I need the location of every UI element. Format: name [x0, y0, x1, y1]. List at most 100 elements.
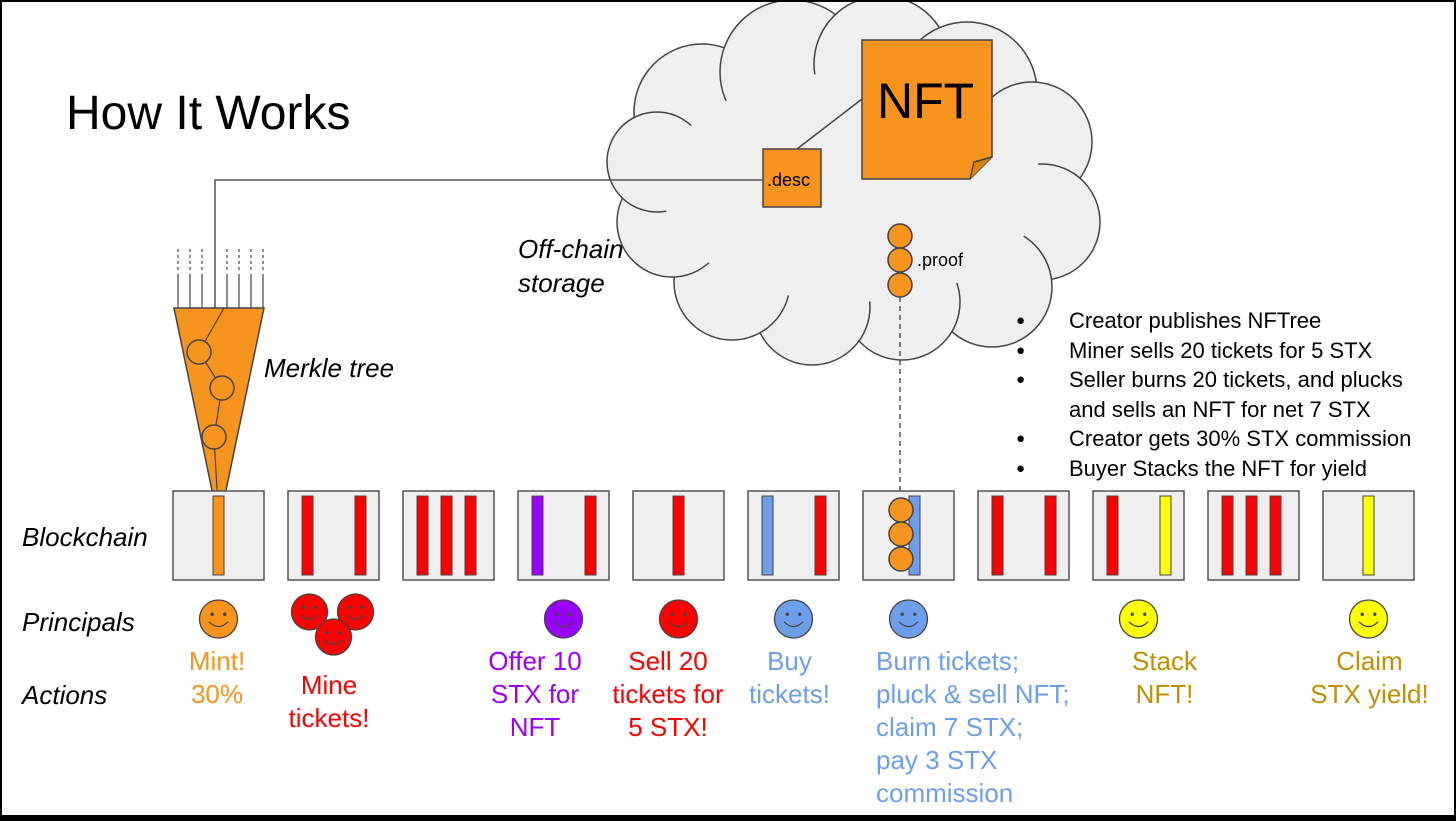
merkle-node	[201, 424, 227, 450]
smiley-eye	[555, 612, 559, 616]
block-bar-red	[1044, 495, 1057, 576]
smiley-eye	[568, 612, 572, 616]
block-bar-red	[672, 495, 685, 576]
smiley-eye	[683, 612, 687, 616]
smiley-mouth	[553, 621, 574, 628]
block-bar-red	[991, 495, 1004, 576]
block-bar-purple	[531, 495, 544, 576]
smiley-face	[888, 599, 929, 639]
smiley-icon	[1348, 599, 1389, 639]
smiley-eye	[1360, 612, 1364, 616]
smiley-icon	[290, 593, 329, 631]
proof-node	[887, 247, 913, 273]
smiley-eye	[798, 612, 802, 616]
block-bar-red	[584, 495, 597, 576]
merkle-tree-label: Merkle tree	[264, 353, 395, 383]
smiley-icon	[198, 599, 239, 639]
smiley-eye	[1373, 612, 1377, 616]
merkle-tree	[173, 247, 265, 525]
block-bar-red	[1106, 495, 1119, 576]
block-bar-red	[1245, 495, 1258, 576]
step-item: Seller burns 20 tickets, and plucks and …	[1016, 365, 1411, 424]
desc-file-icon	[762, 148, 822, 208]
smiley-face	[773, 599, 814, 639]
proof-node	[888, 521, 914, 547]
blockchain-row	[172, 490, 1415, 581]
action-sell: Sell 20 tickets for 5 STX!	[612, 646, 724, 742]
block-bar-red	[416, 495, 429, 576]
smiley-eye	[325, 630, 330, 635]
principals-label: Principals	[22, 607, 135, 637]
offchain-storage-cloud	[214, 2, 1101, 500]
smiley-face	[658, 599, 699, 639]
step-text: Miner sells 20 tickets for 5 STX	[1069, 337, 1373, 363]
smiley-icon	[888, 599, 929, 639]
block-bar-red	[354, 495, 367, 576]
smiley-icon	[1118, 599, 1159, 639]
smiley-face	[543, 599, 584, 639]
step-item: Creator gets 30% STX commission	[1016, 424, 1411, 454]
smiley-icon	[773, 599, 814, 639]
smiley-icon	[336, 593, 375, 631]
block-bar-blue	[761, 495, 774, 576]
action-claim: Claim STX yield!	[1310, 646, 1429, 709]
smiley-mouth	[898, 621, 919, 628]
nft-label: NFT	[877, 73, 975, 129]
smiley-eye	[347, 605, 352, 610]
smiley-eye	[301, 605, 306, 610]
offchain-storage-label: Off-chain storage	[518, 234, 624, 298]
smiley-mouth	[346, 614, 365, 620]
proof-node	[887, 272, 913, 298]
smiley-mouth	[668, 621, 689, 628]
smiley-eye	[337, 630, 342, 635]
step-item: Miner sells 20 tickets for 5 STX	[1016, 336, 1411, 366]
action-burn: Burn tickets; pluck & sell NFT; claim 7 …	[876, 646, 1070, 808]
smiley-eye	[313, 605, 318, 610]
proof-node	[888, 546, 914, 572]
smiley-mouth	[324, 639, 343, 645]
proof-node	[887, 223, 913, 249]
smiley-eye	[223, 612, 227, 616]
block-bar-red	[1221, 495, 1234, 576]
smiley-mouth	[783, 621, 804, 628]
merkle-node	[209, 375, 235, 401]
smiley-eye	[359, 605, 364, 610]
smiley-mouth	[1358, 621, 1379, 628]
proof-node	[888, 497, 914, 523]
smiley-face	[336, 593, 375, 631]
smiley-eye	[785, 612, 789, 616]
desc-label: .desc	[767, 170, 811, 190]
block-bar-red	[814, 495, 827, 576]
block-bar-orange	[212, 495, 225, 576]
action-buy: Buy tickets!	[749, 646, 830, 709]
block-bar-red	[440, 495, 453, 576]
action-mint: Mint! 30%	[188, 646, 246, 709]
step-text: Seller burns 20 tickets, and plucks and …	[1069, 367, 1403, 422]
smiley-icon	[543, 599, 584, 639]
smiley-face	[1348, 599, 1389, 639]
smiley-eye	[900, 612, 904, 616]
step-text: Creator publishes NFTree	[1069, 308, 1322, 333]
proof-label: .proof	[917, 250, 964, 270]
step-item: Buyer Stacks the NFT for yield	[1016, 454, 1411, 484]
step-text: Buyer Stacks the NFT for yield	[1069, 455, 1367, 481]
smiley-face	[314, 618, 353, 656]
step-item: Creator publishes NFTree	[1016, 306, 1411, 336]
block-bar-yellow	[1362, 495, 1375, 576]
smiley-mouth	[300, 614, 319, 620]
steps-list: Creator publishes NFTree Miner sells 20 …	[1016, 306, 1411, 483]
block-bar-red	[301, 495, 314, 576]
bottom-border	[2, 815, 1454, 819]
smiley-icon	[658, 599, 699, 639]
block-bar-red	[1269, 495, 1282, 576]
block-bar-yellow	[1159, 495, 1172, 576]
desc-nft-connector	[796, 98, 863, 150]
smiley-eye	[670, 612, 674, 616]
page-title: How It Works	[66, 87, 351, 140]
smiley-face	[198, 599, 239, 639]
block-bar-red	[464, 495, 477, 576]
smiley-eye	[1143, 612, 1147, 616]
nft-page-fold	[969, 156, 993, 180]
